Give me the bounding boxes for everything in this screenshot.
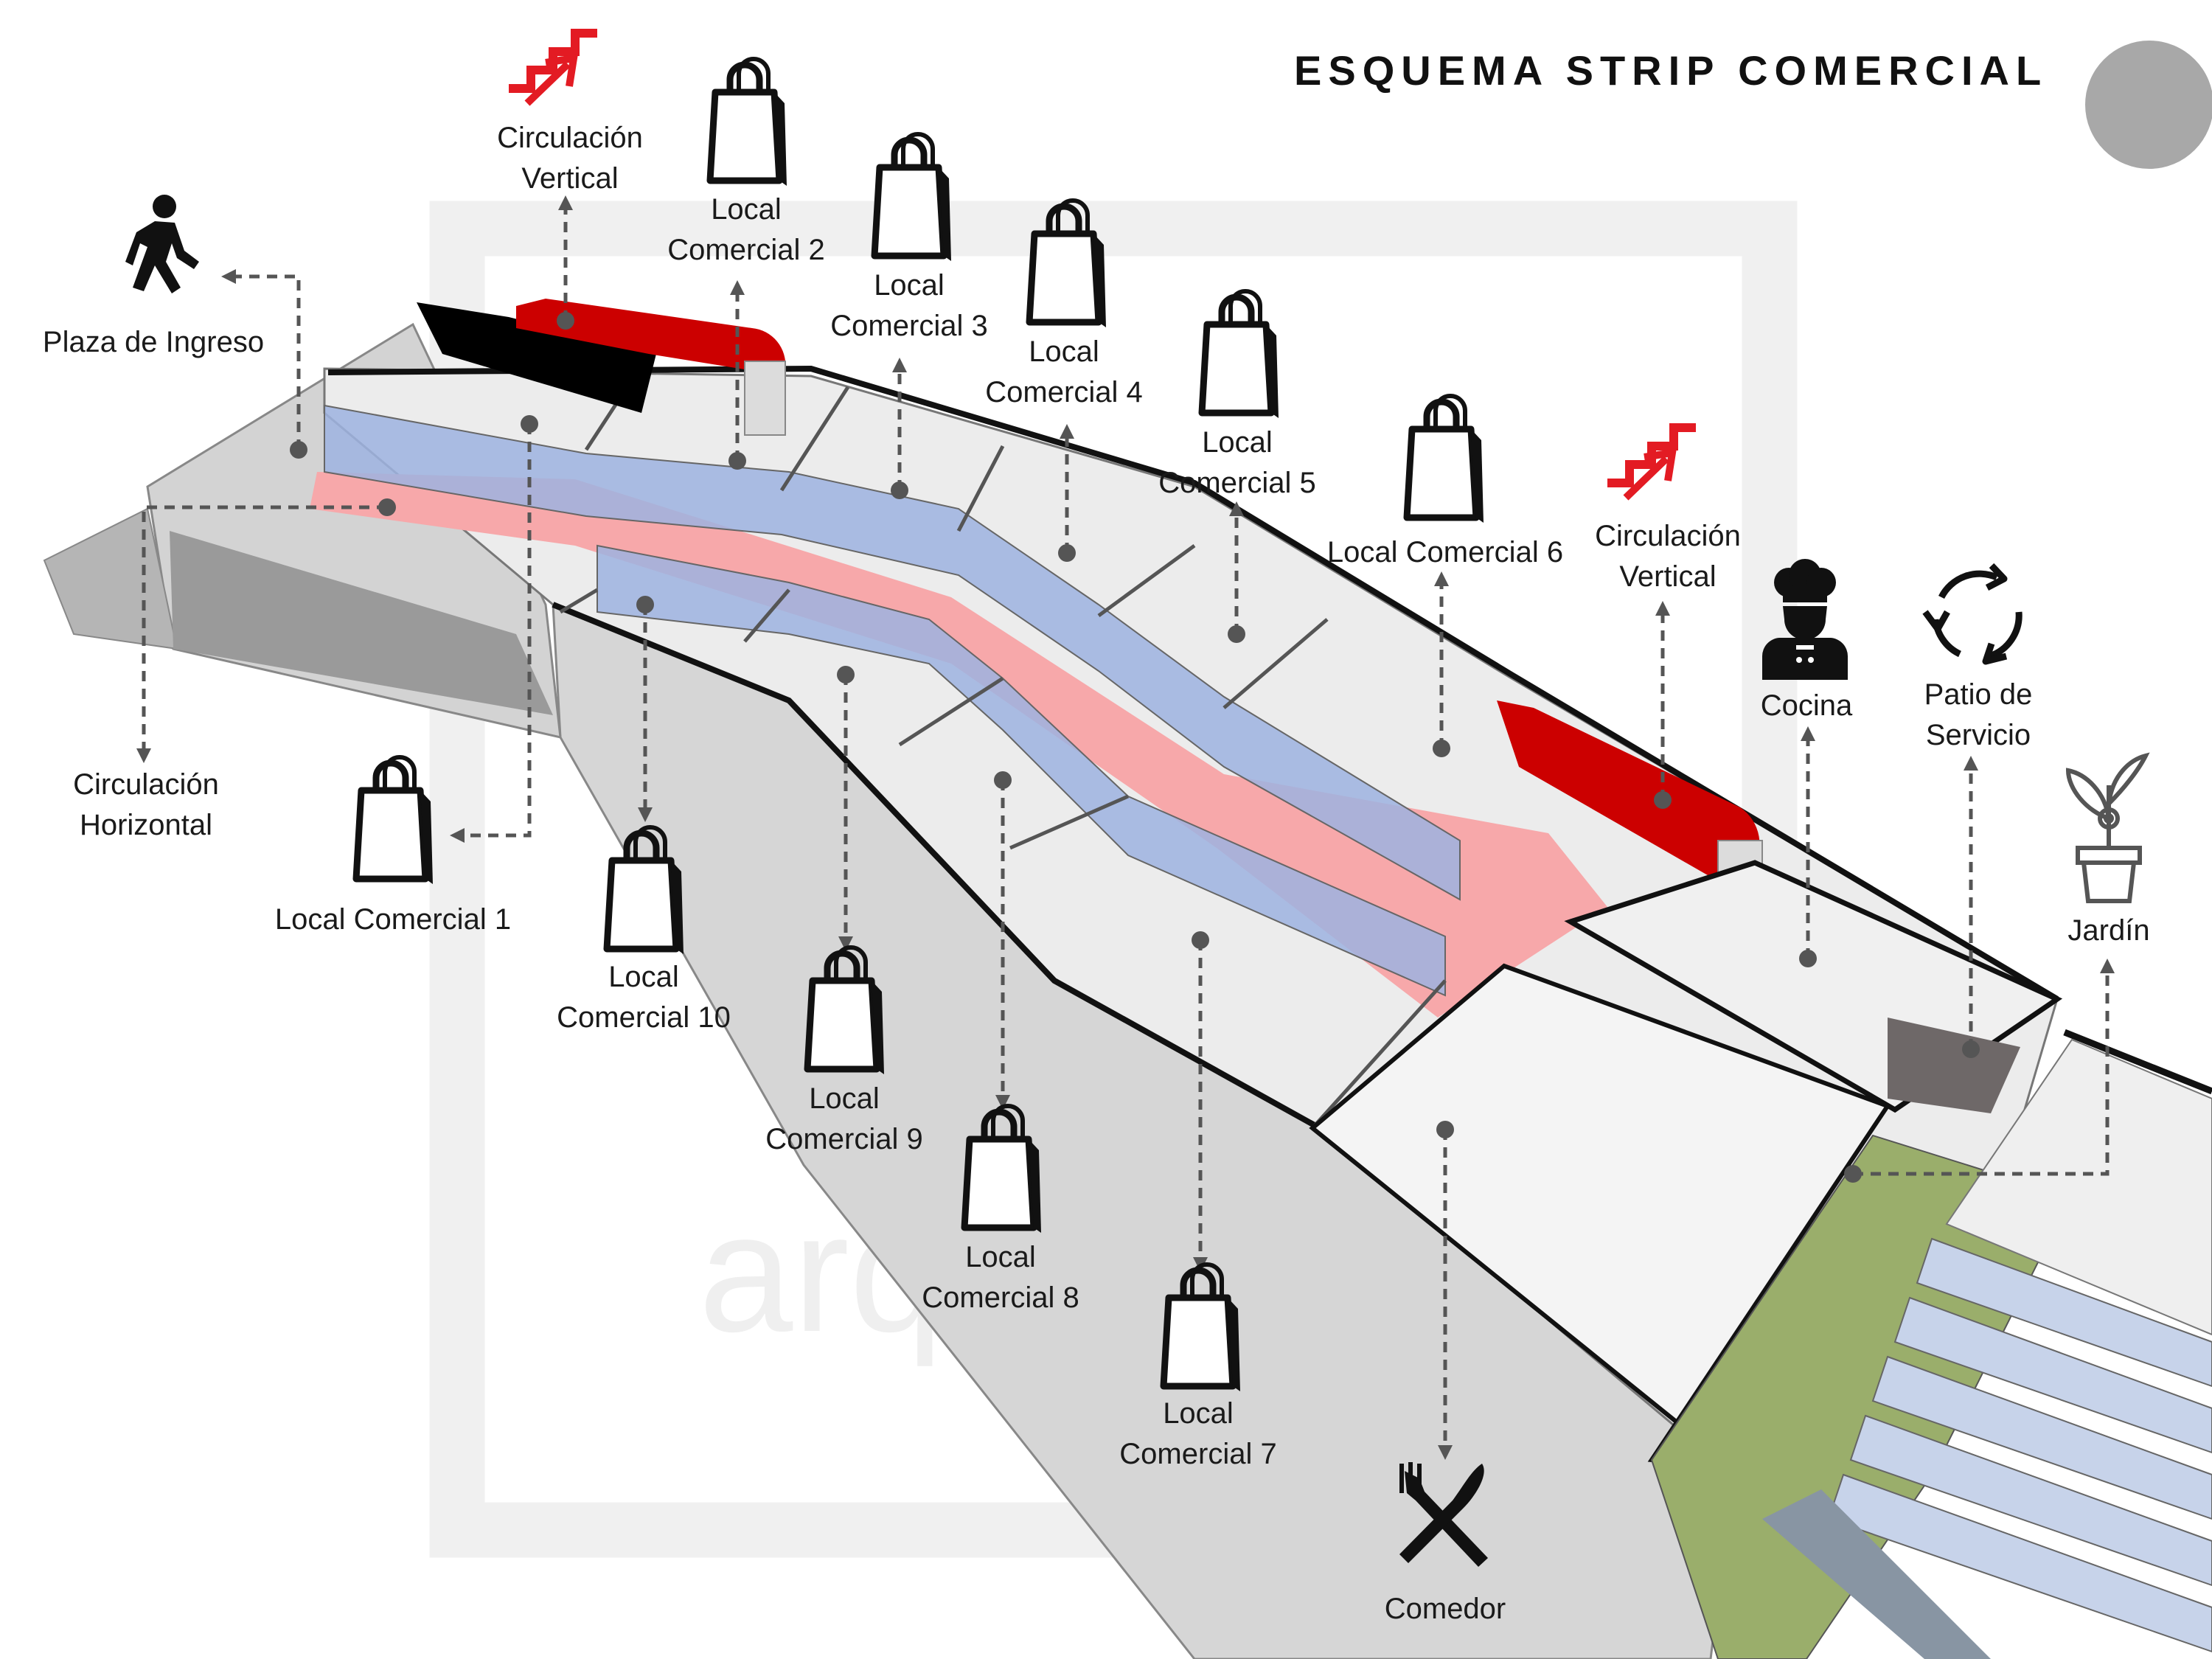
- shopping-bag-icon: [1407, 396, 1484, 523]
- label-patio-line2: Servicio: [1926, 719, 2031, 751]
- vertical-circulation-2: [1497, 700, 1760, 881]
- leader-lines: [136, 195, 2115, 1460]
- walkway: [1762, 1489, 1991, 1659]
- label-local2-line2: Comercial 2: [667, 234, 824, 266]
- canopy-panels: [1827, 1237, 2212, 1653]
- label-local9-line1: Local: [809, 1082, 880, 1115]
- label-circ-v1-line1: Circulación: [497, 122, 643, 154]
- diagram-title: ESQUEMA STRIP COMERCIAL: [1294, 47, 2048, 94]
- entrance-steps: [170, 531, 553, 715]
- label-circ-h-line1: Circulación: [73, 768, 219, 801]
- label-jardin: Jardín: [2067, 914, 2149, 947]
- label-local7-line1: Local: [1163, 1397, 1234, 1430]
- stairs-icon: [1607, 428, 1696, 498]
- glass-storefront-north: [324, 404, 1461, 901]
- label-cocina: Cocina: [1761, 689, 1853, 722]
- label-local10-line2: Comercial 10: [557, 1001, 731, 1034]
- label-patio-line1: Patio de: [1924, 678, 2033, 711]
- dining-hall: [1309, 963, 1891, 1470]
- label-plaza: Plaza de Ingreso: [43, 326, 264, 358]
- service-patio: [1888, 1018, 2020, 1113]
- label-local1: Local Comercial 1: [275, 903, 511, 936]
- accent-circle: [2085, 41, 2212, 169]
- north-partitions: [584, 352, 1329, 709]
- label-local2-line1: Local: [711, 193, 782, 226]
- label-local3-line2: Comercial 3: [830, 310, 987, 342]
- fork-knife-icon: [1399, 1462, 1488, 1567]
- label-circ-v2-line2: Vertical: [1619, 560, 1716, 593]
- recycle-arrows-icon: [1922, 563, 2023, 665]
- walking-person-icon: [125, 195, 199, 293]
- label-local4-line2: Comercial 4: [985, 376, 1142, 408]
- glass-storefront-south: [597, 544, 1446, 997]
- label-circ-v2-line1: Circulación: [1595, 520, 1741, 552]
- label-local5-line2: Comercial 5: [1158, 467, 1315, 499]
- south-partitions: [559, 588, 1447, 1130]
- label-local8-line2: Comercial 8: [922, 1281, 1079, 1314]
- label-local7-line2: Comercial 7: [1119, 1438, 1276, 1470]
- potted-plant-icon: [2065, 752, 2150, 903]
- label-local10-line1: Local: [608, 961, 679, 993]
- label-circ-h-line2: Horizontal: [80, 809, 212, 841]
- label-local5-line1: Local: [1202, 426, 1273, 459]
- label-local8-line1: Local: [965, 1241, 1036, 1273]
- label-local4-line1: Local: [1029, 335, 1099, 368]
- shopping-bag-icon: [356, 757, 433, 884]
- building-model: [43, 299, 2212, 1659]
- shopping-bag-icon: [710, 59, 787, 186]
- annex-floor: [1945, 1038, 2212, 1336]
- label-comedor: Comedor: [1385, 1593, 1506, 1625]
- label-local3-line1: Local: [874, 269, 945, 302]
- label-local6: Local Comercial 6: [1327, 536, 1563, 568]
- stairs-icon: [509, 33, 597, 103]
- shopping-bag-icon: [874, 134, 951, 261]
- label-local9-line2: Comercial 9: [765, 1123, 922, 1155]
- label-circ-v1-line2: Vertical: [521, 162, 618, 195]
- vertical-circulation-1: [516, 299, 786, 372]
- shopping-bag-icon: [1202, 291, 1279, 418]
- chef-icon: [1761, 559, 1848, 680]
- black-roof-block: [417, 302, 656, 413]
